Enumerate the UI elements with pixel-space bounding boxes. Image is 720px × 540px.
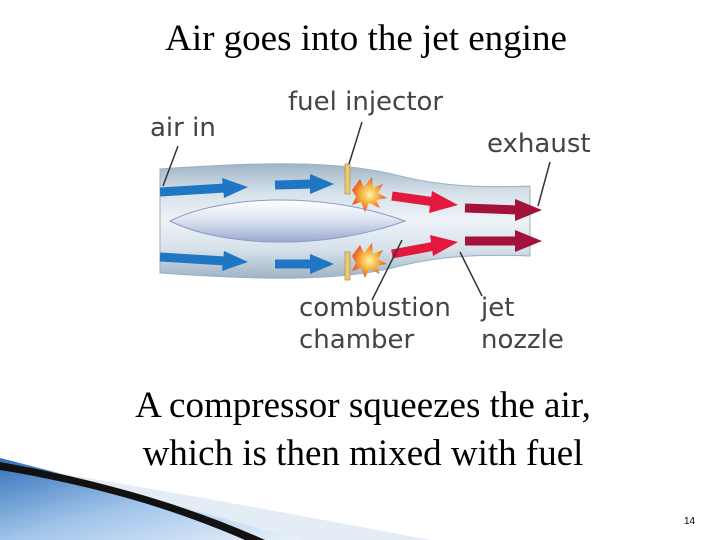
exhaust-arrow-bottom-1 bbox=[391, 235, 458, 259]
jet-engine-diagram: air in fuel injector exhaust combustion … bbox=[140, 84, 591, 359]
combustion-flame-bottom bbox=[352, 243, 387, 278]
slide-title: Air goes into the jet engine bbox=[165, 18, 567, 59]
label-jet-line1: jet bbox=[481, 293, 515, 323]
leader-exhaust bbox=[537, 161, 551, 207]
leader-combustion-chamber bbox=[371, 239, 403, 301]
caption-line-1: A compressor squeezes the air, bbox=[135, 385, 591, 426]
page-number: 14 bbox=[684, 516, 696, 527]
label-air-in: air in bbox=[150, 113, 216, 143]
combustion-flame-top bbox=[352, 177, 387, 212]
slide-caption: A compressor squeezes the air, which is … bbox=[0, 382, 720, 478]
fuel-injector-top bbox=[344, 163, 351, 195]
label-combustion-line2: chamber bbox=[299, 325, 415, 355]
exhaust-arrow-top-2 bbox=[464, 199, 542, 221]
label-exhaust: exhaust bbox=[487, 129, 591, 159]
leader-fuel-injector bbox=[348, 121, 363, 165]
exhaust-arrow-top-1 bbox=[391, 191, 458, 213]
label-combustion-line1: combustion bbox=[299, 293, 451, 323]
intake-arrow-top-2 bbox=[274, 174, 334, 194]
leader-jet-nozzle bbox=[459, 251, 483, 297]
fuel-injector-bottom bbox=[344, 251, 351, 281]
intake-arrow-bottom-2 bbox=[275, 254, 334, 274]
leader-air-in bbox=[162, 145, 179, 187]
jet-engine-illustration bbox=[159, 121, 551, 301]
swoosh-light-band bbox=[40, 470, 430, 540]
intake-arrow-top-1 bbox=[159, 178, 248, 198]
label-jet-line2: nozzle bbox=[481, 325, 564, 355]
intake-arrow-bottom-1 bbox=[159, 251, 248, 271]
exhaust-arrow-bottom-2 bbox=[465, 230, 542, 252]
label-fuel-injector: fuel injector bbox=[288, 87, 444, 117]
caption-line-2: which is then mixed with fuel bbox=[142, 433, 584, 474]
engine-core bbox=[168, 199, 407, 243]
